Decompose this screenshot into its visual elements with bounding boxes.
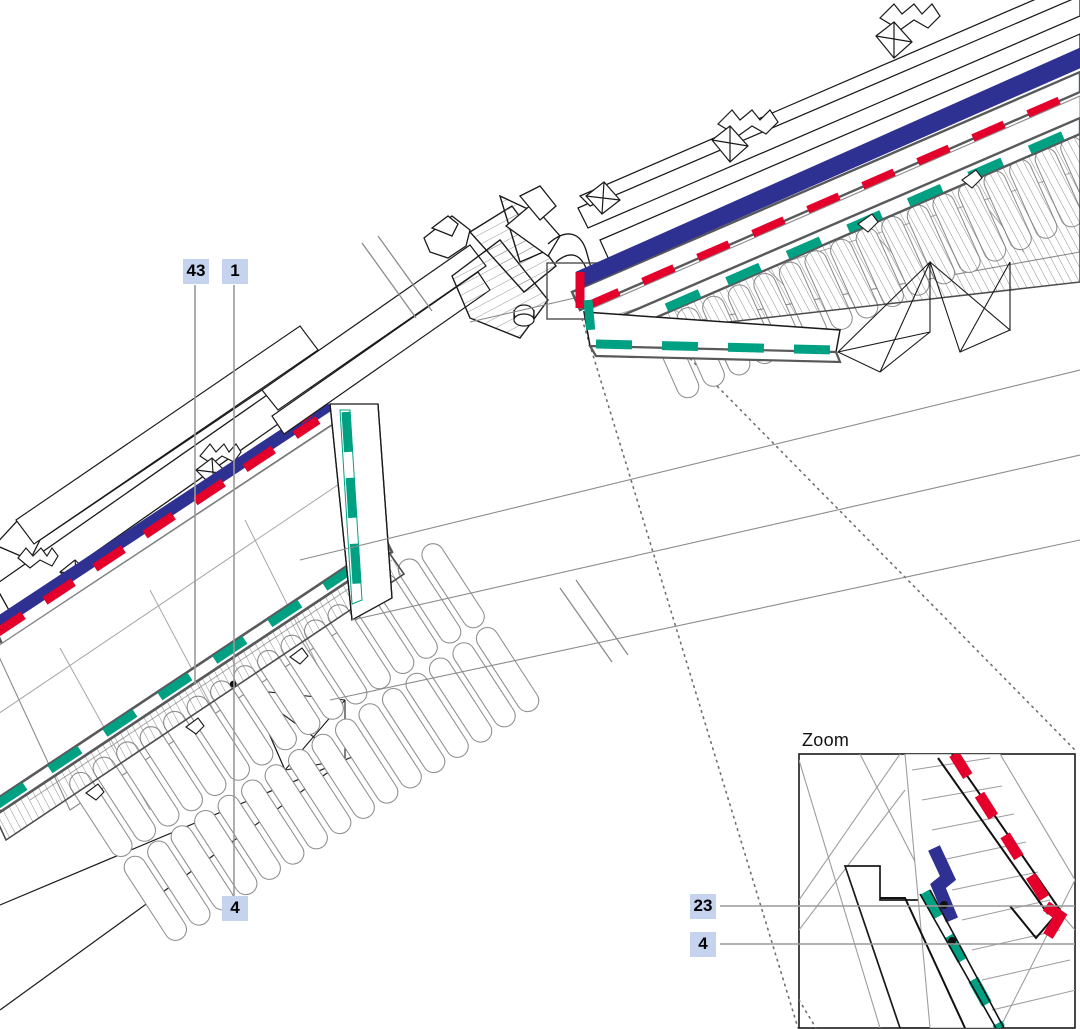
zoom-teal-tape: [920, 889, 1005, 1028]
zoom-panel-group: [720, 753, 1076, 1029]
insulation-batts-left: [69, 543, 540, 941]
zoom-panel-content: [799, 754, 1075, 1028]
teal-tape-upper-return: [583, 299, 597, 345]
frame-cap-trim: [423, 185, 561, 259]
upper-cover-rails: [577, 0, 1080, 263]
frame-to-roof-transition: [547, 233, 601, 301]
upper-right-roof-assembly: [570, 0, 1080, 399]
callout-leader-lines: [194, 285, 235, 896]
upper-fixing-clips: [585, 3, 941, 215]
support-bracket-right: [837, 260, 1011, 373]
zoom-fastener-dots: [940, 901, 956, 945]
zoom-red-tape: [949, 754, 1057, 913]
zoom-red-tape-return: [1042, 901, 1068, 939]
teal-tape-right: [604, 123, 1080, 339]
lining-joint-clips-right: [857, 169, 983, 233]
callout-badge-zoom-4[interactable]: 4: [690, 932, 716, 957]
glazing-rails: [261, 244, 491, 435]
zoom-leader-lines-outer: [720, 905, 799, 945]
callout-badge-4[interactable]: 4: [222, 896, 248, 921]
cover-plate-left: [15, 325, 319, 545]
lower-left-roof-assembly: [0, 325, 540, 1011]
teal-tape-upper-underside: [595, 339, 837, 355]
red-tape-left: [0, 416, 321, 637]
zoom-corner-dotted: [799, 999, 817, 1028]
center-frame-junction: [261, 181, 1080, 1029]
callout-badge-43[interactable]: 43: [183, 259, 209, 284]
lining-joint-clips-left: [85, 647, 309, 801]
break-lines: [361, 235, 629, 663]
teal-tape-left: [0, 541, 391, 809]
zoom-main-edges: [880, 754, 1062, 1028]
zoom-panel-title: Zoom: [802, 730, 850, 750]
end-cap-teal-dashes: [341, 411, 363, 601]
zoom-connector-lines: [581, 265, 1077, 1029]
zoom-membrane-line: [919, 889, 1005, 1028]
callout-badge-23[interactable]: 23: [690, 894, 716, 919]
red-tape-right: [586, 87, 1080, 311]
lining-fastener-dots-left: [229, 680, 237, 688]
zoom-leader-lines-inner: [799, 905, 1075, 945]
callout-badge-1[interactable]: 1: [222, 259, 248, 284]
zoom-hatched-board: [904, 754, 1075, 1028]
